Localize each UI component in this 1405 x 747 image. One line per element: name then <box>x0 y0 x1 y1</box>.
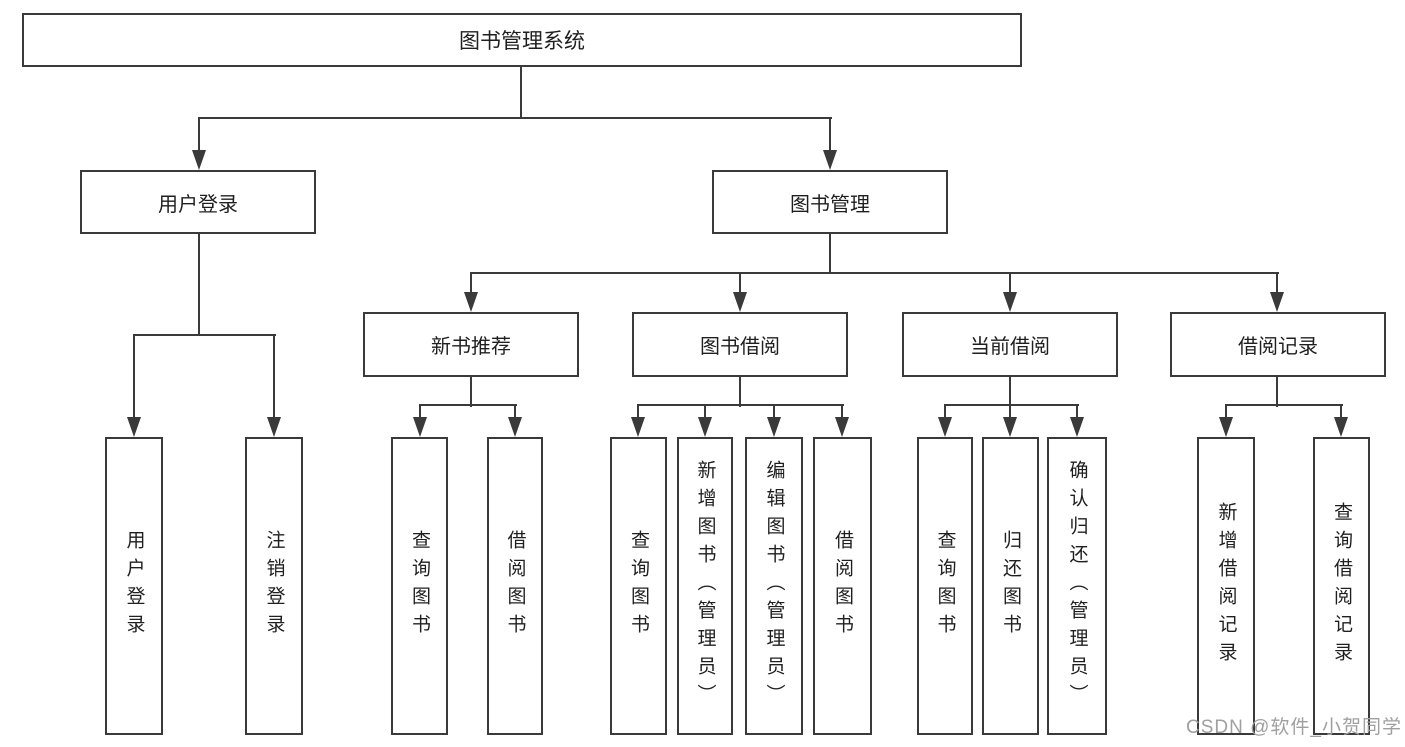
connector-arrow-stem <box>829 118 831 152</box>
connector-line-vertical <box>739 377 741 407</box>
arrowhead-down-icon <box>192 150 206 170</box>
node-label: 注销登录 <box>263 530 285 642</box>
arrowhead-down-icon <box>1219 417 1233 437</box>
connector-arrow-stem <box>1009 273 1011 294</box>
connector-arrow-stem <box>1276 273 1278 294</box>
node-borrowing-records: 借阅记录 <box>1170 312 1386 377</box>
connector-arrow-stem <box>704 405 706 419</box>
arrowhead-down-icon <box>1003 417 1017 437</box>
arrowhead-down-icon <box>267 417 281 437</box>
connector-line-horizontal <box>637 404 844 406</box>
node-label: 用户登录 <box>158 193 238 216</box>
connector-line-horizontal <box>198 117 832 119</box>
leaf-add-books-admin: 新增图书（管理员） <box>677 437 733 735</box>
arrowhead-down-icon <box>1270 292 1284 312</box>
connector-arrow-stem <box>1340 405 1342 419</box>
arrowhead-down-icon <box>127 417 141 437</box>
arrowhead-down-icon <box>698 417 712 437</box>
arrowhead-down-icon <box>1070 417 1084 437</box>
connector-line-horizontal <box>133 334 276 336</box>
leaf-query-borrow-record: 查询借阅记录 <box>1313 437 1370 735</box>
node-current-borrowing: 当前借阅 <box>902 312 1118 377</box>
arrowhead-down-icon <box>733 292 747 312</box>
node-label: 归还图书 <box>1000 530 1021 642</box>
node-label: 查询图书 <box>934 530 956 642</box>
node-label: 新书推荐 <box>431 336 511 358</box>
node-book-management: 图书管理 <box>712 170 948 234</box>
connector-line-vertical <box>1009 377 1011 407</box>
connector-line-vertical <box>198 234 200 336</box>
arrowhead-down-icon <box>767 417 781 437</box>
connector-arrow-stem <box>773 405 775 419</box>
node-label: 用户登录 <box>123 530 145 642</box>
leaf-edit-books-admin: 编辑图书（管理员） <box>745 437 803 735</box>
arrowhead-down-icon <box>835 417 849 437</box>
connector-arrow-stem <box>133 335 135 419</box>
leaf-query-books-current: 查询图书 <box>917 437 973 735</box>
node-label: 查询图书 <box>628 530 649 642</box>
node-label: 查询借阅记录 <box>1331 502 1352 670</box>
connector-arrow-stem <box>419 405 421 419</box>
arrowhead-down-icon <box>464 292 478 312</box>
node-label: 借阅记录 <box>1238 336 1318 358</box>
connector-line-horizontal <box>944 404 1079 406</box>
connector-arrow-stem <box>637 405 639 419</box>
connector-arrow-stem <box>1076 405 1078 419</box>
node-label: 图书借阅 <box>700 336 780 358</box>
leaf-user-login: 用户登录 <box>105 437 163 735</box>
node-book-borrowing: 图书借阅 <box>632 312 848 377</box>
arrowhead-down-icon <box>1334 417 1348 437</box>
arrowhead-down-icon <box>413 417 427 437</box>
connector-arrow-stem <box>841 405 843 419</box>
arrowhead-down-icon <box>1003 292 1017 312</box>
connector-arrow-stem <box>944 405 946 419</box>
node-label: 确认归还（管理员） <box>1066 460 1088 712</box>
node-label: 新增图书（管理员） <box>694 460 716 712</box>
leaf-borrow-books-borrowing: 借阅图书 <box>813 437 872 735</box>
connector-arrow-stem <box>1225 405 1227 419</box>
node-label: 图书管理系统 <box>459 30 585 53</box>
connector-line-horizontal <box>1225 404 1343 406</box>
node-root-library-management-system: 图书管理系统 <box>22 13 1022 67</box>
node-label: 新增借阅记录 <box>1215 502 1237 670</box>
connector-line-horizontal <box>419 404 517 406</box>
leaf-query-books-recommend: 查询图书 <box>391 437 448 735</box>
node-user-login: 用户登录 <box>80 170 316 234</box>
connector-arrow-stem <box>470 273 472 294</box>
leaf-return-books: 归还图书 <box>982 437 1039 735</box>
connector-line-vertical <box>1276 377 1278 407</box>
node-label: 查询图书 <box>409 530 430 642</box>
connector-arrow-stem <box>198 118 200 152</box>
arrowhead-down-icon <box>631 417 645 437</box>
arrowhead-down-icon <box>938 417 952 437</box>
connector-line-vertical <box>520 67 522 119</box>
leaf-logout: 注销登录 <box>245 437 303 735</box>
connector-arrow-stem <box>514 405 516 419</box>
arrowhead-down-icon <box>508 417 522 437</box>
connector-line-horizontal <box>470 272 1279 274</box>
leaf-borrow-books-recommend: 借阅图书 <box>487 437 543 735</box>
csdn-watermark: CSDN @软件_小贺同学 <box>1186 717 1402 738</box>
connector-line-vertical <box>470 377 472 407</box>
node-label: 当前借阅 <box>970 336 1050 358</box>
connector-line-vertical <box>829 234 831 274</box>
node-label: 图书管理 <box>790 193 870 216</box>
connector-arrow-stem <box>739 273 741 294</box>
node-label: 借阅图书 <box>832 530 853 642</box>
connector-arrow-stem <box>273 335 275 419</box>
leaf-add-borrow-record: 新增借阅记录 <box>1197 437 1255 735</box>
node-new-book-recommendation: 新书推荐 <box>363 312 579 377</box>
node-label: 编辑图书（管理员） <box>763 460 785 712</box>
node-label: 借阅图书 <box>504 530 526 642</box>
arrowhead-down-icon <box>823 150 837 170</box>
leaf-query-books-borrowing: 查询图书 <box>610 437 667 735</box>
leaf-confirm-return-admin: 确认归还（管理员） <box>1047 437 1107 735</box>
connector-arrow-stem <box>1009 405 1011 419</box>
